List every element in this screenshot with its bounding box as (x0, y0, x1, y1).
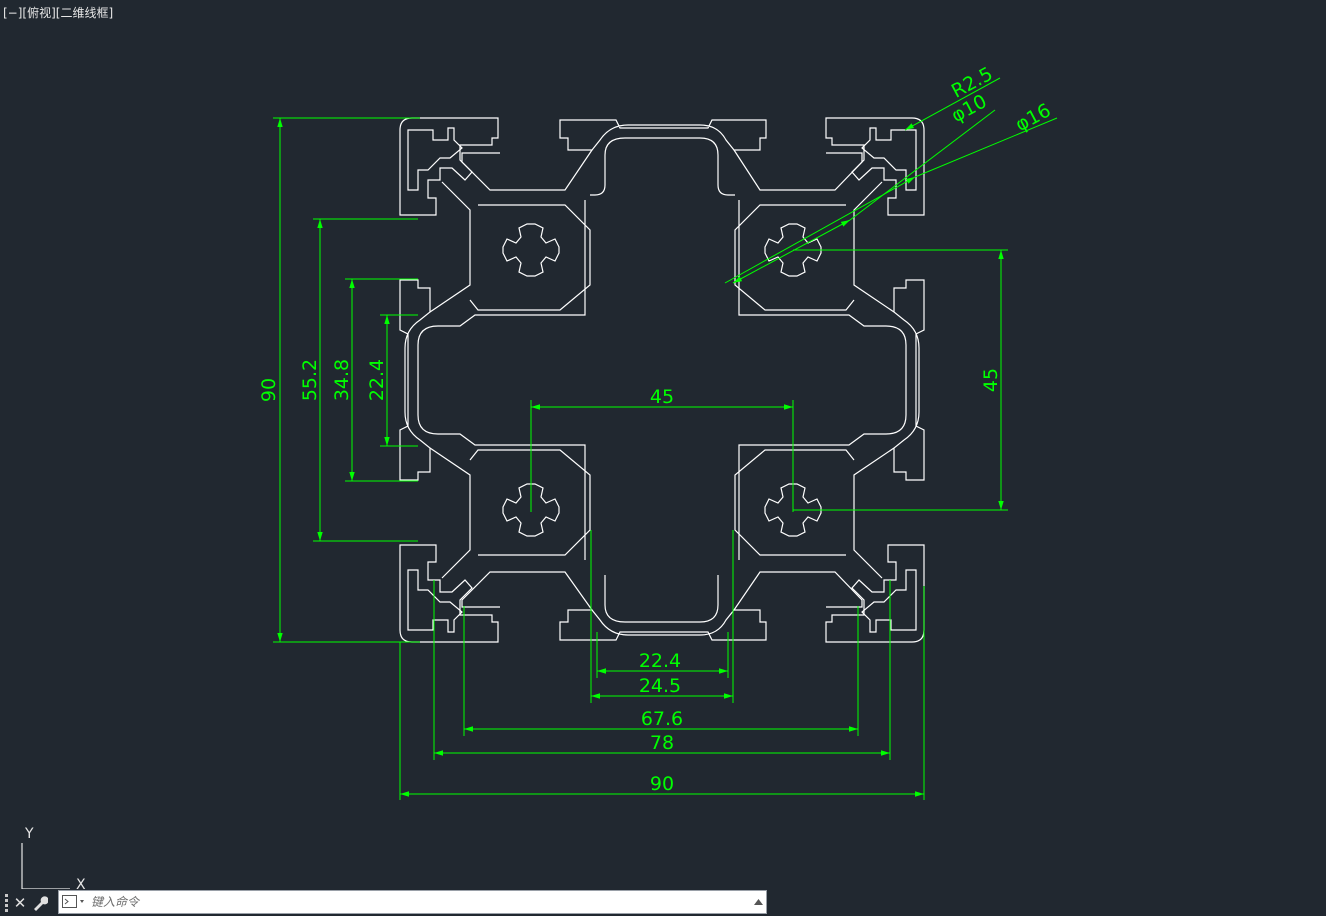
dim-22-4-left: 22.4 (366, 359, 388, 401)
dim-34-8: 34.8 (331, 359, 353, 401)
wrench-icon[interactable] (30, 891, 50, 915)
drawing-canvas[interactable]: 90 55.2 34.8 22.4 45 45 22.4 24.5 67.6 7… (0, 0, 1326, 889)
command-history-icon[interactable] (750, 891, 766, 913)
dim-overall-width: 90 (650, 773, 674, 795)
command-line-bar: ✕ (0, 889, 770, 916)
command-input[interactable] (89, 892, 750, 912)
viewport-label[interactable]: [−][俯视][二维线框] (3, 6, 114, 20)
dim-diameter-16: φ16 (1012, 99, 1055, 136)
command-line-grip[interactable] (2, 891, 10, 915)
ucs-y-label: Y (24, 826, 34, 842)
dim-24-5: 24.5 (639, 675, 681, 697)
dim-67-6: 67.6 (641, 708, 683, 730)
dim-55-2: 55.2 (299, 359, 321, 401)
ucs-icon: Y X (21, 826, 86, 889)
profile-outline (399, 117, 925, 643)
dim-45-vertical: 45 (980, 368, 1002, 392)
bolt-hole-top-left (502, 223, 560, 277)
dimension-lines (273, 77, 1058, 800)
command-prompt-icon[interactable] (59, 891, 89, 913)
ucs-x-label: X (76, 877, 86, 889)
dim-22-4-bottom: 22.4 (639, 650, 681, 672)
dim-overall-height: 90 (258, 378, 280, 402)
command-input-box[interactable] (58, 890, 767, 914)
dim-78: 78 (650, 732, 674, 754)
dimension-texts: 90 55.2 34.8 22.4 45 45 22.4 24.5 67.6 7… (258, 63, 1055, 795)
dim-45-horizontal: 45 (650, 386, 674, 408)
close-icon[interactable]: ✕ (13, 893, 27, 912)
